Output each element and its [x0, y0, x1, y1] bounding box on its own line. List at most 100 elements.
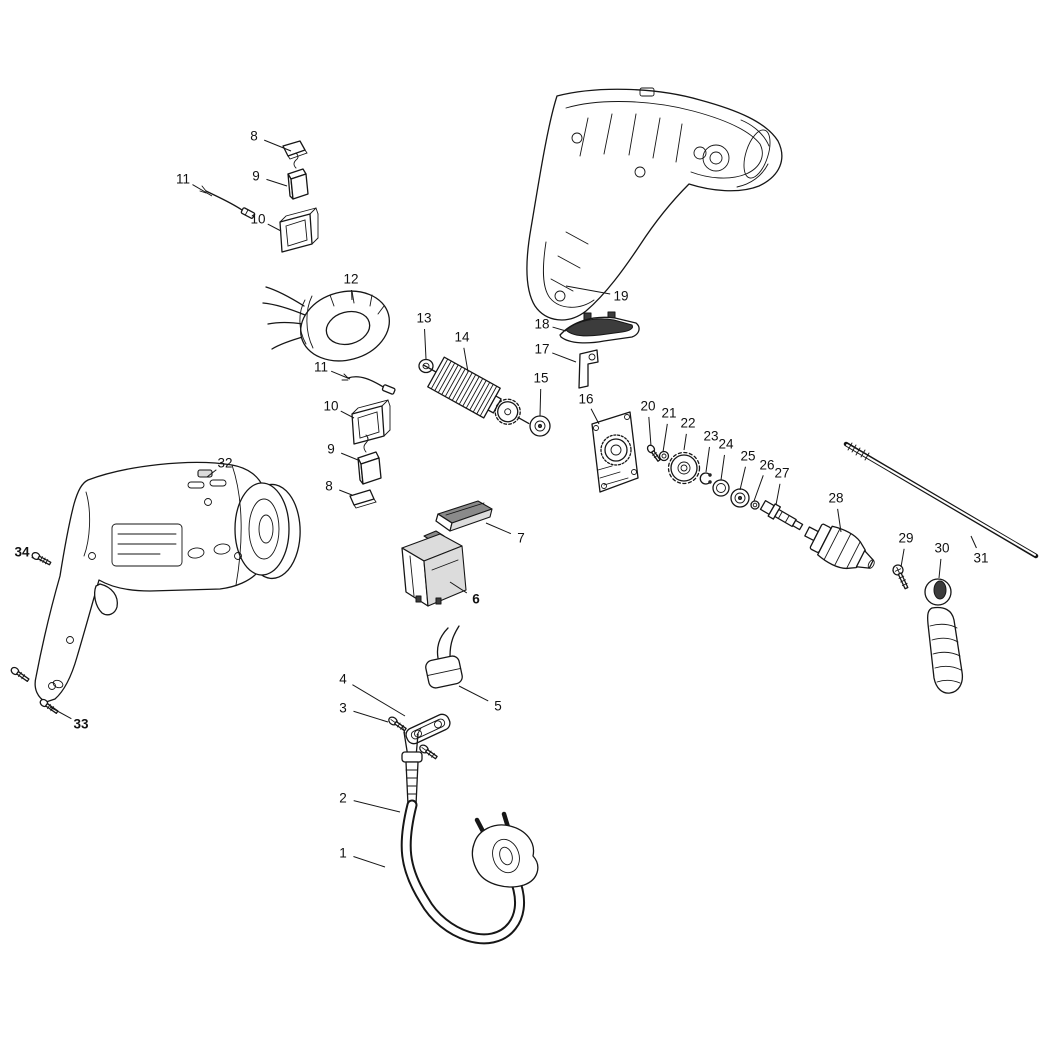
leader-line-brush-holder-upper — [267, 223, 282, 232]
leader-line-power-cable — [353, 856, 386, 868]
leader-line-housing-screw-left — [31, 556, 34, 559]
callout-number-washer-front: 26 — [759, 458, 774, 473]
part-brush-holder-upper — [279, 207, 319, 253]
part-lead-wire-lower — [341, 373, 396, 395]
leader-line-carbon-brush-upper — [266, 178, 288, 187]
plug — [471, 811, 539, 888]
part-depth-rod — [843, 441, 1039, 559]
leader-line-depth-rod — [970, 535, 977, 549]
callout-number-spindle: 27 — [774, 466, 789, 481]
part-brush-bridge — [559, 311, 640, 344]
part-motor-housing — [526, 87, 783, 321]
callout-number-depth-rod: 31 — [973, 551, 988, 566]
callout-number-carbon-brush-lower: 9 — [327, 442, 335, 457]
leader-line-brush-cover-plate-upper — [264, 139, 292, 152]
callout-number-chuck: 28 — [828, 491, 843, 506]
part-brush-holder-lower — [351, 399, 391, 445]
leader-line-armature — [463, 347, 469, 373]
callout-number-circlip: 23 — [703, 429, 718, 444]
leader-line-circlip — [705, 446, 710, 473]
leader-line-chuck-screw — [900, 548, 905, 568]
callout-number-carbon-brush-upper: 9 — [252, 169, 260, 184]
part-bearing-plate — [591, 411, 639, 493]
part-stator-coil — [262, 286, 390, 362]
callout-number-washer-small: 21 — [661, 406, 676, 421]
part-washer-front — [750, 500, 760, 510]
part-armature — [423, 356, 530, 425]
callout-number-bracket: 17 — [534, 342, 549, 357]
callout-number-capacitor: 5 — [494, 699, 502, 714]
callout-number-brush-bridge: 18 — [534, 317, 549, 332]
leader-line-washer-armature — [424, 328, 427, 360]
leader-line-spindle — [775, 483, 781, 506]
leader-line-brush-bridge — [552, 326, 567, 332]
leader-line-capacitor — [458, 685, 489, 702]
reverse-switch — [197, 469, 213, 478]
part-screw-gear — [646, 444, 661, 462]
leader-line-washer-spindle — [720, 454, 725, 481]
part-slider-button — [435, 500, 493, 532]
trigger — [94, 583, 118, 616]
leader-line-washer-small — [662, 423, 668, 453]
callout-number-motor-housing: 19 — [613, 289, 628, 304]
leader-line-lead-wire-lower — [330, 370, 351, 380]
part-washer-small — [658, 450, 670, 462]
leader-line-bearing-plate — [590, 408, 600, 425]
nameplate — [111, 523, 183, 567]
leader-line-brush-cover-plate-lower — [339, 489, 353, 496]
part-clamp-screw-a — [388, 716, 407, 732]
callout-number-bearing-plate: 16 — [578, 392, 593, 407]
callout-number-washer-armature: 13 — [416, 311, 431, 326]
part-cable-sleeve — [401, 725, 423, 806]
callout-number-brush-cover-plate-upper: 8 — [250, 129, 258, 144]
leader-line-washer-front — [753, 475, 764, 502]
callout-number-cord-clamp: 4 — [339, 672, 347, 687]
leader-line-cord-clamp — [352, 684, 406, 717]
callout-number-bearing-armature: 15 — [533, 371, 548, 386]
callout-number-chuck-screw: 29 — [898, 531, 913, 546]
part-gear — [667, 451, 701, 485]
leader-line-carbon-brush-lower — [340, 452, 359, 461]
leader-line-drill-housing — [206, 469, 217, 478]
callout-number-screw-gear: 20 — [640, 399, 655, 414]
callout-number-bearing-spindle: 25 — [740, 449, 755, 464]
part-bracket — [578, 349, 599, 389]
part-capacitor — [425, 625, 463, 689]
callout-number-gear: 22 — [680, 416, 695, 431]
part-chuck — [804, 523, 875, 570]
leader-line-switch — [449, 581, 468, 594]
callout-number-lead-wire-lower: 11 — [314, 360, 328, 375]
part-carbon-brush-lower — [357, 434, 382, 485]
part-brush-cover-plate-upper — [282, 140, 308, 160]
leader-line-bracket — [552, 352, 577, 363]
leader-line-gear — [683, 433, 687, 451]
part-side-handle — [924, 578, 964, 694]
leader-line-bearing-spindle — [739, 466, 746, 491]
part-washer-spindle — [712, 479, 730, 497]
leader-line-screw-gear — [648, 416, 652, 447]
part-clamp-screw-b — [419, 744, 438, 760]
callout-number-washer-spindle: 24 — [718, 437, 734, 452]
part-handle-screw-a — [10, 666, 30, 682]
leader-line-lead-wire-upper — [192, 184, 213, 197]
callout-number-cable-sleeve: 2 — [339, 791, 347, 806]
callout-number-lead-wire-upper: 11 — [176, 172, 190, 187]
leader-line-chuck — [837, 508, 842, 533]
part-bearing-spindle — [730, 488, 750, 508]
callout-number-handle-screws: 33 — [73, 717, 89, 732]
leader-line-cable-sleeve — [353, 800, 401, 813]
callout-number-power-cable: 1 — [339, 846, 347, 861]
callout-number-brush-cover-plate-lower: 8 — [325, 479, 333, 494]
leader-line-side-handle — [938, 558, 942, 579]
leader-line-brush-holder-lower — [340, 410, 355, 419]
callout-number-drill-housing: 32 — [217, 456, 232, 471]
callout-number-switch: 6 — [472, 592, 480, 607]
leader-line-motor-housing — [565, 285, 611, 295]
part-spindle — [759, 500, 804, 531]
callout-number-armature: 14 — [454, 330, 470, 345]
part-housing-screw-34 — [31, 551, 52, 566]
part-drill-housing — [34, 461, 301, 703]
